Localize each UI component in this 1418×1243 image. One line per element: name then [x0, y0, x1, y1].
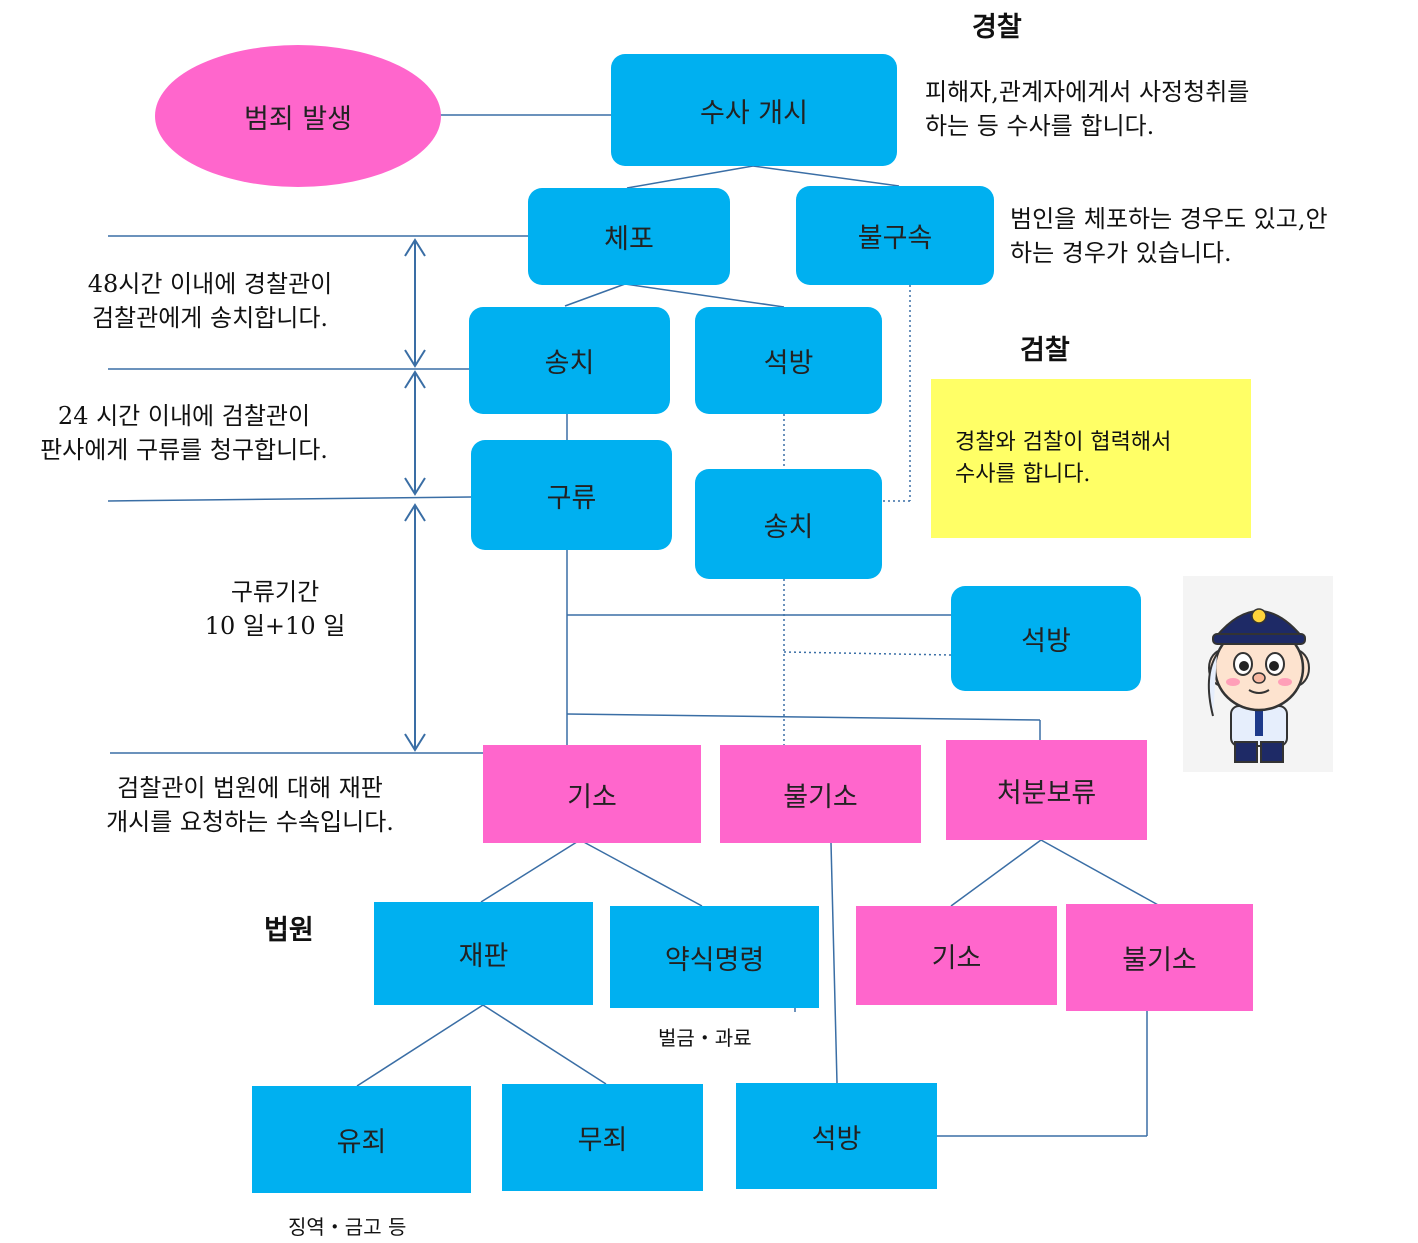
note-imprisonment: 징역・금고 등 — [288, 1215, 407, 1239]
note-cooperation: 경찰와 검찰이 협력해서 수사를 합니다. — [955, 430, 1172, 487]
node-transfer-2: 송치 — [695, 469, 882, 579]
node-suspend: 처분보류 — [946, 740, 1147, 840]
node-indict-2: 기소 — [856, 906, 1057, 1005]
node-summary-order: 약식명령 — [610, 906, 819, 1008]
node-no-detention: 불구속 — [796, 186, 994, 285]
node-not-guilty: 무죄 — [502, 1084, 703, 1191]
note-arrest: 범인을 체포하는 경우도 있고,안 하는 경우가 있습니다. — [1010, 205, 1328, 267]
note-indictment: 검찰관이 법원에 대해 재판 개시를 요청하는 수속입니다. — [106, 774, 394, 836]
sticky-note: 경찰와 검찰이 협력해서 수사를 합니다. — [931, 379, 1251, 538]
heading-prosecution: 검찰 — [1020, 335, 1070, 366]
note-within-24h: 24 시간 이내에 검찰관이 판사에게 구류를 청구합니다. — [40, 402, 328, 464]
note-detention-period: 구류기간 10 일+10 일 — [204, 578, 346, 640]
node-non-indict: 불기소 — [720, 745, 921, 843]
node-arrest: 체포 — [528, 188, 730, 285]
node-release-3: 석방 — [736, 1083, 937, 1189]
node-release-2: 석방 — [951, 586, 1141, 691]
heading-police: 경찰 — [972, 12, 1022, 43]
note-fine: 벌금・과료 — [658, 1026, 752, 1050]
node-indict: 기소 — [483, 745, 701, 843]
node-non-indict-2: 불기소 — [1066, 904, 1253, 1011]
police-mascot-icon — [1183, 576, 1333, 772]
node-release-1: 석방 — [695, 307, 882, 414]
node-trial: 재판 — [374, 902, 593, 1005]
node-crime: 범죄 발생 — [155, 45, 441, 187]
heading-court: 법원 — [264, 915, 314, 946]
node-transfer-1: 송치 — [469, 307, 670, 414]
node-investigation: 수사 개시 — [611, 54, 897, 166]
node-guilty: 유죄 — [252, 1086, 471, 1193]
note-within-48h: 48시간 이내에 경찰관이 검찰관에게 송치합니다. — [87, 270, 333, 332]
note-investigation: 피해자,관계자에게서 사정청취를 하는 등 수사를 합니다. — [925, 78, 1250, 140]
node-detention: 구류 — [471, 440, 672, 550]
